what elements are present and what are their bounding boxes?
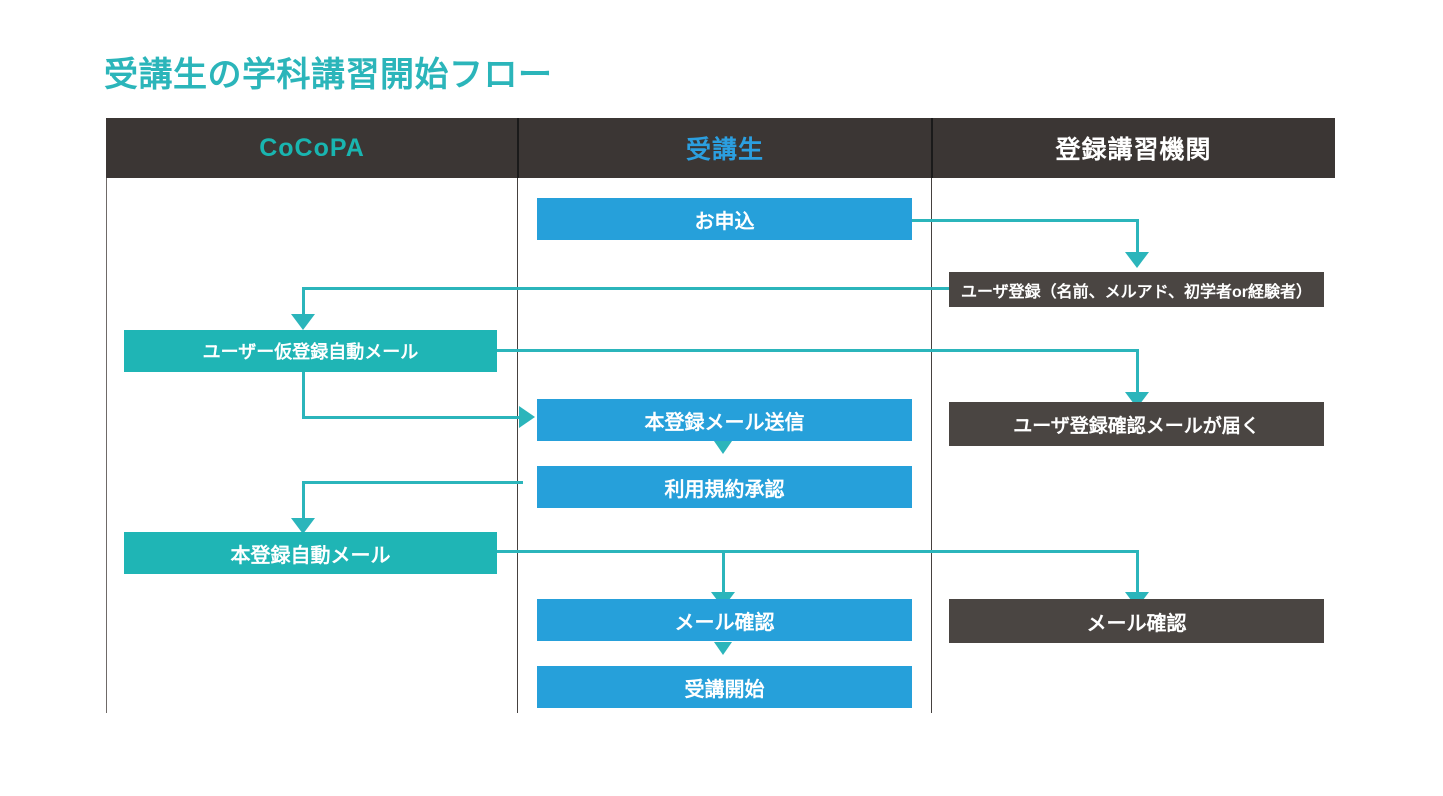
connector-tempmail-to-confirm-v [1136,349,1139,395]
connector-apply-to-register-h [912,219,1139,222]
connector-terms-to-hontouroku-v [302,481,305,520]
lane-header-row [106,118,1335,178]
connector-hontouroku-to-inst-v [1136,550,1139,595]
header-divider-1 [517,118,519,178]
node-send-main-registration-mail[interactable]: 本登録メール送信 [537,399,912,441]
arrow-register-to-tempmail [291,314,315,330]
arrow-send-to-terms [714,441,732,454]
node-temp-registration-mail[interactable]: ユーザー仮登録自動メール [124,330,497,372]
node-main-registration-mail[interactable]: 本登録自動メール [124,532,497,574]
page-title: 受講生の学科講習開始フロー [104,56,553,94]
connector-hontouroku-to-student-v [722,550,725,595]
connector-tempmail-to-send-h [302,416,521,419]
connector-apply-to-register-v [1136,219,1139,254]
node-apply[interactable]: お申込 [537,198,912,240]
connector-register-to-tempmail-h [302,287,949,290]
lane-rule-1 [517,178,519,713]
lane-rule-left [106,178,108,713]
arrow-tempmail-to-send [519,406,535,428]
node-user-registration[interactable]: ユーザ登録（名前、メルアド、初学者or経験者） [949,272,1324,307]
connector-hontouroku-h [497,550,1139,553]
node-registration-confirm-mail[interactable]: ユーザ登録確認メールが届く [949,402,1324,446]
lane-header-student: 受講生 [685,136,764,164]
lane-rule-2 [931,178,933,713]
arrow-terms-to-hontouroku [291,518,315,534]
connector-tempmail-to-send-v [302,372,305,419]
node-mail-check-institution[interactable]: メール確認 [949,599,1324,643]
node-course-start[interactable]: 受講開始 [537,666,912,708]
node-terms-agreement[interactable]: 利用規約承認 [537,466,912,508]
connector-terms-to-hontouroku-h [302,481,523,484]
arrow-mail-to-start [714,642,732,655]
header-divider-2 [931,118,933,178]
swimlane-board: CoCoPA 受講生 登録講習機関 [106,118,1335,713]
node-mail-check-student[interactable]: メール確認 [537,599,912,641]
connector-register-to-tempmail-v [302,287,305,316]
arrow-apply-to-register [1125,252,1149,268]
lane-header-institution: 登録講習機関 [1055,136,1212,164]
connector-tempmail-to-confirm-h [497,349,1139,352]
lane-header-cocopa: CoCoPA [259,133,365,162]
